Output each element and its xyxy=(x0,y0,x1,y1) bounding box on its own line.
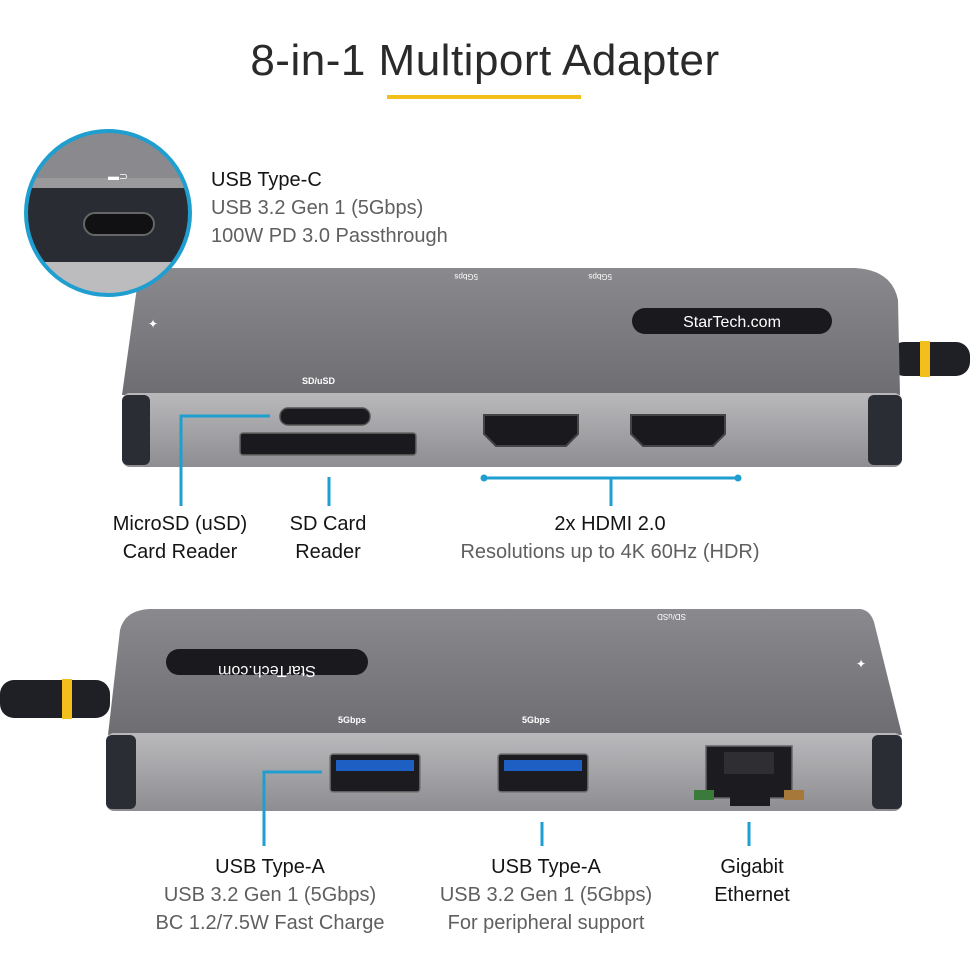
hdmi-name: 2x HDMI 2.0 xyxy=(554,513,666,535)
microsd-line-1: MicroSD (uSD) xyxy=(112,513,248,535)
cable-yellow-ring-bottom xyxy=(62,679,72,719)
hdmi-callout-dot-left xyxy=(480,474,488,482)
sd-line-2: Reader xyxy=(295,541,361,563)
hdmi-label: 2x HDMI 2.0 Resolutions up to 4K 60Hz (H… xyxy=(430,510,790,566)
usb-a-port-1-speed-label: 5Gbps xyxy=(338,715,366,725)
usb-a1-name: USB Type-A xyxy=(215,856,325,878)
power-icon: ✦ xyxy=(148,317,158,331)
top-port-label-1: 5Gbps xyxy=(454,272,478,281)
usb-c-spec-2: 100W PD 3.0 Passthrough xyxy=(211,225,448,247)
ethernet-led-left xyxy=(694,790,714,800)
ethernet-latch xyxy=(730,792,770,806)
usb-a2-name: USB Type-A xyxy=(491,856,601,878)
card-slot-label-bottom: SD/uSD xyxy=(657,612,686,621)
usb-a-port-1-tongue xyxy=(336,760,414,771)
usb-c-zoom-circle: ▬⊃ xyxy=(24,129,192,297)
usb-a-port-1 xyxy=(329,753,421,793)
usb-c-name: USB Type-C xyxy=(211,169,322,191)
microsd-label: MicroSD (uSD) Card Reader xyxy=(90,510,270,566)
usb-c-cable-bottom xyxy=(0,680,110,718)
top-device-right-side xyxy=(868,395,902,465)
usb-a1-label: USB Type-A USB 3.2 Gen 1 (5Gbps) BC 1.2/… xyxy=(140,853,400,937)
ethernet-port-inner xyxy=(724,752,774,774)
bottom-device-surface xyxy=(108,609,902,735)
usb-c-glyph-icon: ▬⊃ xyxy=(108,171,128,183)
usb-c-label: USB Type-C USB 3.2 Gen 1 (5Gbps) 100W PD… xyxy=(211,166,448,250)
usb-a2-spec-2: For peripheral support xyxy=(447,912,645,934)
top-device-left-side xyxy=(122,395,150,465)
bottom-device: 5Gbps 5Gbps SD/uSD StarTech.com ✦ xyxy=(0,609,902,811)
brand-logo-top: StarTech.com xyxy=(683,314,781,331)
sd-card-slot xyxy=(239,432,417,456)
sd-card-label: SD Card Reader xyxy=(270,510,386,566)
brand-badge-top xyxy=(632,308,832,334)
usb-c-port xyxy=(83,212,155,236)
hdmi-callout-dot-right xyxy=(734,474,742,482)
power-icon-bottom: ✦ xyxy=(856,657,866,671)
usb-c-spec-1: USB 3.2 Gen 1 (5Gbps) xyxy=(211,197,424,219)
top-device-surface xyxy=(122,268,900,395)
ethernet-label: Gigabit Ethernet xyxy=(690,853,814,909)
ethernet-led-right xyxy=(784,790,804,800)
bottom-device-left-side xyxy=(106,735,136,809)
microsd-slot xyxy=(279,407,371,426)
usb-a-port-2-speed-label: 5Gbps xyxy=(522,715,550,725)
brand-badge-bottom xyxy=(166,649,368,675)
hdmi-spec: Resolutions up to 4K 60Hz (HDR) xyxy=(460,541,760,563)
ethernet-line-1: Gigabit xyxy=(720,856,784,878)
title-underline xyxy=(387,95,581,99)
page-title: 8-in-1 Multiport Adapter xyxy=(250,36,720,85)
usb-a1-spec-1: USB 3.2 Gen 1 (5Gbps) xyxy=(163,884,377,906)
bottom-callouts xyxy=(262,770,751,846)
hdmi-port-2 xyxy=(630,414,726,447)
usb-a-port-2-tongue xyxy=(504,760,582,771)
hdmi-port-1 xyxy=(483,414,579,447)
card-slot-label: SD/uSD xyxy=(302,376,336,386)
usb-a2-spec-1: USB 3.2 Gen 1 (5Gbps) xyxy=(439,884,653,906)
top-callouts xyxy=(179,414,738,506)
microsd-line-2: Card Reader xyxy=(122,541,238,563)
microsd-callout-line xyxy=(179,414,270,506)
sd-line-1: SD Card xyxy=(289,513,367,535)
usb-a2-label: USB Type-A USB 3.2 Gen 1 (5Gbps) For per… xyxy=(418,853,674,937)
usb-a1-callout-line xyxy=(262,770,322,846)
top-port-label-2: 5Gbps xyxy=(588,272,612,281)
brand-logo-bottom: StarTech.com xyxy=(218,662,316,679)
usb-a1-spec-2: BC 1.2/7.5W Fast Charge xyxy=(155,912,385,934)
top-device: SD/uSD 5Gbps 5Gbps StarTech.com ✦ xyxy=(122,268,970,467)
ethernet-line-2: Ethernet xyxy=(714,884,790,906)
cable-yellow-ring xyxy=(920,341,930,377)
bottom-device-right-side xyxy=(872,735,902,809)
usb-a-port-2 xyxy=(497,753,589,793)
